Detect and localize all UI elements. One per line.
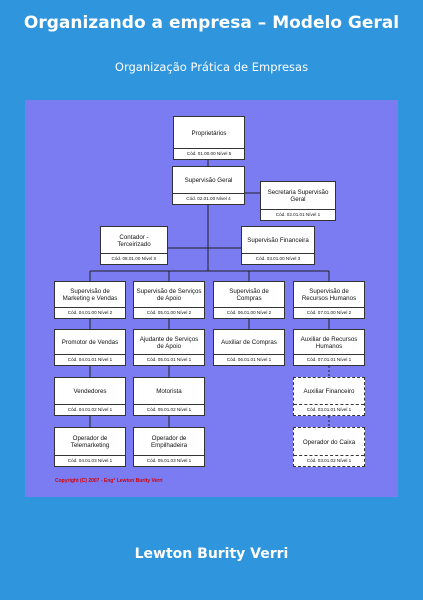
node-code: Cód. 03.01.02 Nível 1 <box>294 455 364 466</box>
node-name: Ajudante de Serviços de Apoio <box>139 335 199 350</box>
node-supervisao-marketing: Supervisão de Marketing e Vendas Cód. 04… <box>54 281 126 319</box>
node-name: Operador de Telemarketing <box>70 435 110 449</box>
node-code: Cód. 02.01.01 Nível 1 <box>261 209 335 220</box>
node-code: Cód. 05.01.03 Nível 1 <box>134 455 204 466</box>
node-proprietarios: Proprietários Cód. 01.00.00 Nível 5 <box>173 116 245 160</box>
node-name: Auxiliar de Recursos Humanos <box>300 335 358 350</box>
node-promotor: Promotor de Vendas Cód. 04.01.01 Nível 1 <box>54 329 126 366</box>
node-name: Secretaria Supervisão Geral <box>267 189 329 203</box>
node-operador-caixa: Operador do Caixa Cód. 03.01.02 Nível 1 <box>293 427 365 467</box>
node-code: Cód. 06.01.00 Nível 2 <box>214 307 284 318</box>
node-name: Supervisão Geral <box>184 177 233 184</box>
node-code: Cód. 04.01.01 Nível 1 <box>55 354 125 365</box>
node-code: Cód. 05.01.00 Nível 2 <box>134 307 204 318</box>
node-code: Cód. 03.01.00 Nível 3 <box>242 253 314 264</box>
node-code: Cód. 05.01.01 Nível 1 <box>134 354 204 365</box>
node-auxiliar-financeiro: Auxiliar Financeiro Cód. 03.01.01 Nível … <box>293 377 365 416</box>
node-operador-empilhadeira: Operador de Empilhadeira Cód. 05.01.03 N… <box>133 427 205 467</box>
node-code: Cód. 03.01.01 Nível 1 <box>294 404 364 415</box>
node-name: Supervisão de Serviços de Apoio <box>136 288 202 302</box>
node-supervisao-geral: Supervisão Geral Cód. 02.01.00 Nível 4 <box>172 166 245 205</box>
node-name: Operador de Empilhadeira <box>150 435 188 449</box>
node-code: Cód. 08.01.00 Nível X <box>101 253 167 264</box>
node-name: Supervisão Financeira <box>247 237 309 244</box>
org-chart-panel: Proprietários Cód. 01.00.00 Nível 5 Supe… <box>25 100 398 497</box>
node-code: Cód. 04.01.03 Nível 1 <box>55 455 125 466</box>
node-name: Supervisão de Compras <box>229 288 269 302</box>
node-name: Proprietários <box>191 129 227 137</box>
node-code: Cód. 01.00.00 Nível 5 <box>174 148 244 159</box>
node-supervisao-rh: Supervisão de Recursos Humanos Cód. 07.0… <box>293 281 365 319</box>
node-name: Operador do Caixa <box>302 438 356 446</box>
book-subtitle: Organização Prática de Empresas <box>114 60 309 74</box>
node-ajudante: Ajudante de Serviços de Apoio Cód. 05.01… <box>133 329 205 366</box>
node-code: Cód. 02.01.00 Nível 4 <box>173 193 244 204</box>
node-secretaria: Secretaria Supervisão Geral Cód. 02.01.0… <box>260 181 336 221</box>
node-name: Vendedores <box>73 388 107 395</box>
copyright-notice: Copyright (C) 2007 - Eng° Lewton Burity … <box>55 478 163 484</box>
node-code: Cód. 07.01.01 Nível 1 <box>294 354 364 365</box>
node-code: Cód. 06.01.01 Nível 1 <box>214 354 284 365</box>
node-name: Supervisão de Marketing e Vendas <box>62 288 118 302</box>
node-contador: Contador - Terceirizado Cód. 08.01.00 Ní… <box>100 226 168 265</box>
node-operador-telemarketing: Operador de Telemarketing Cód. 04.01.03 … <box>54 427 126 467</box>
node-name: Auxiliar Financeiro <box>303 388 355 395</box>
node-auxiliar-rh: Auxiliar de Recursos Humanos Cód. 07.01.… <box>293 329 365 366</box>
node-vendedores: Vendedores Cód. 04.01.02 Nível 1 <box>54 377 126 416</box>
node-auxiliar-compras: Auxiliar de Compras Cód. 06.01.01 Nível … <box>213 329 285 366</box>
node-name: Motorista <box>156 388 182 395</box>
node-code: Cód. 04.01.02 Nível 1 <box>55 404 125 415</box>
node-code: Cód. 05.01.02 Nível 1 <box>134 404 204 415</box>
node-code: Cód. 07.01.00 Nível 2 <box>294 307 364 318</box>
node-motorista: Motorista Cód. 05.01.02 Nível 1 <box>133 377 205 416</box>
node-supervisao-compras: Supervisão de Compras Cód. 06.01.00 Níve… <box>213 281 285 319</box>
node-code: Cód. 04.01.00 Nível 2 <box>55 307 125 318</box>
node-name: Contador - Terceirizado <box>117 233 151 248</box>
node-supervisao-financeira: Supervisão Financeira Cód. 03.01.00 Níve… <box>241 226 315 265</box>
book-author: Lewton Burity Verri <box>134 546 289 562</box>
book-title: Organizando a empresa – Modelo Geral <box>23 13 400 33</box>
node-name: Supervisão de Recursos Humanos <box>301 288 357 302</box>
node-name: Auxiliar de Compras <box>221 339 277 346</box>
node-supervisao-servicos: Supervisão de Serviços de Apoio Cód. 05.… <box>133 281 205 319</box>
node-name: Promotor de Vendas <box>61 339 119 346</box>
